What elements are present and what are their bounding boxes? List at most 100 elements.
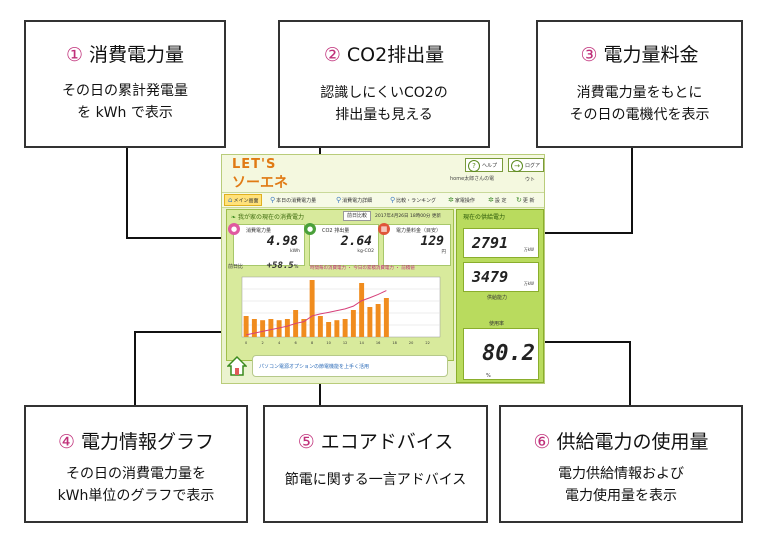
app-screenshot: LET'S ソーエネ ?ヘルプ →ログアウト home太郎さんの電 ⌂メイン画面…: [222, 155, 544, 383]
nav-ranking[interactable]: ⚲比較・ランキング: [390, 196, 436, 204]
chart-tick-label: 14: [359, 341, 364, 345]
co2-icon: ●: [304, 223, 316, 235]
charge-box: ▦ 電力量料金（目安） 129 円: [378, 223, 451, 266]
logout-icon: →: [511, 160, 523, 172]
callout-title: 供給電力の使用量: [556, 431, 709, 453]
chart-tick-label: 2: [262, 341, 264, 345]
prev-day-value: +58.5: [266, 261, 294, 271]
search-icon: ⚲: [270, 196, 276, 204]
prev-day-compare: 前日比 +58.5%: [228, 261, 299, 271]
pin-icon: ●: [228, 223, 240, 235]
callout-line: その日の電機代を表示: [569, 107, 710, 123]
panel-title: ❧ 我が家の現在の消費電力: [231, 214, 304, 221]
search-icon: ⚲: [336, 196, 342, 204]
callout-line: 認識しにくいCO2の: [320, 85, 448, 101]
chart-bar: [276, 320, 282, 337]
charge-value: 129: [420, 234, 444, 249]
nav-detail[interactable]: ⚲消費電力詳細: [336, 196, 373, 204]
callout-line: その日の累計発電量: [62, 83, 188, 99]
capacity-label: 供給能力: [487, 295, 508, 301]
co2-box: ● CO2 排出量 2.64 kg-CO2: [304, 223, 379, 266]
callout-title: エコアドバイス: [320, 431, 454, 453]
chart-tick-label: 20: [409, 341, 413, 345]
user-label: home太郎さんの電: [450, 176, 495, 182]
chart-tick-label: 6: [295, 341, 297, 345]
gear-icon: ✲: [448, 196, 454, 204]
help-button[interactable]: ?ヘルプ: [465, 158, 503, 172]
connector-4: [134, 331, 225, 405]
chart-tick-label: 10: [326, 341, 330, 345]
chart-bar: [317, 316, 323, 337]
co2-value: 2.64: [340, 234, 372, 249]
nav-refresh[interactable]: ↻更 新: [516, 196, 535, 204]
nav-settings[interactable]: ✲設 定: [488, 196, 507, 204]
callout-title: CO2排出量: [346, 44, 445, 66]
callout-number: ④: [57, 431, 76, 453]
home-icon: ⌂: [228, 196, 233, 204]
chart-bar: [350, 310, 356, 337]
callout-line: 排出量も見える: [335, 107, 433, 123]
logout-button[interactable]: →ログアウト: [508, 158, 544, 183]
chart-bar: [309, 280, 315, 337]
chart-tick-label: 8: [311, 341, 313, 345]
chart-bar: [326, 322, 332, 337]
connector-6: [530, 341, 631, 405]
eco-advice[interactable]: パソコン電源オプションの節電機能を上手く活用: [252, 355, 448, 377]
callout-line: kWh単位のグラフで表示: [57, 488, 215, 504]
callout-line: 消費電力量をもとに: [576, 85, 703, 101]
chart-bar: [342, 319, 348, 337]
callout-title: 消費電力量: [89, 44, 185, 66]
callout-number: ⑥: [533, 431, 551, 453]
supply-panel: 現在の供給電力 2791 万kW 3479 万kW 供給能力 使用率 80.2 …: [456, 209, 544, 383]
chart-bar: [375, 304, 381, 337]
chart-tick-label: 22: [425, 341, 429, 345]
chart-tick-label: 18: [392, 341, 396, 345]
consumption-value: 4.98: [266, 234, 298, 249]
update-date: 2017年4月26日 18時00分 更新: [375, 214, 441, 219]
callout-title: 電力情報グラフ: [81, 431, 215, 453]
consumption-box: ● 消費電力量 4.98 kWh: [228, 223, 305, 266]
callout-line: その日の消費電力量を: [66, 466, 206, 482]
chart-tick-label: 12: [343, 341, 347, 345]
chart-cumulative-line: [246, 290, 387, 336]
nav-today[interactable]: ⚲本日の消費電力量: [270, 196, 317, 204]
callout-number: ①: [65, 44, 84, 66]
usage-label: 使用率: [489, 321, 505, 327]
capacity-value: 3479: [472, 268, 509, 286]
nav-main[interactable]: ⌂メイン画面: [224, 194, 263, 206]
chart-bar: [251, 319, 257, 337]
callout-title: 電力量料金: [603, 44, 699, 66]
chart-bar: [284, 319, 290, 337]
usage-value: 80.2: [482, 341, 535, 366]
callout-number: ②: [323, 44, 341, 66]
logo-bottom: ソーエネ: [232, 175, 288, 191]
search-icon: ⚲: [390, 196, 396, 204]
compare-button[interactable]: 前日比較: [343, 211, 372, 221]
chart-bar: [334, 320, 340, 337]
callout-line: 電力供給情報および: [558, 466, 684, 482]
help-icon: ?: [468, 160, 480, 172]
chart-bar: [268, 319, 274, 337]
chart-tick-label: 16: [376, 341, 380, 345]
refresh-icon: ↻: [516, 196, 522, 204]
nav-appliance[interactable]: ✲家電操作: [448, 196, 475, 204]
logo-top: LET'S: [232, 157, 277, 172]
house-icon: [227, 355, 247, 376]
supply-box: 2791 万kW: [463, 228, 539, 258]
calculator-icon: ▦: [378, 223, 390, 235]
connector-1: [126, 148, 240, 239]
supply-value: 2791: [472, 234, 509, 252]
capacity-box: 3479 万kW: [463, 262, 539, 292]
leaf-icon: ❧: [231, 214, 237, 221]
chart-plot-area: [241, 276, 441, 338]
supply-title: 現在の供給電力: [463, 214, 506, 221]
nav-bar: ⌂メイン画面 ⚲本日の消費電力量 ⚲消費電力詳細 ⚲比較・ランキング ✲家電操作…: [222, 192, 544, 208]
chart-bar: [359, 283, 365, 337]
callout-line: 電力使用量を表示: [565, 488, 677, 504]
